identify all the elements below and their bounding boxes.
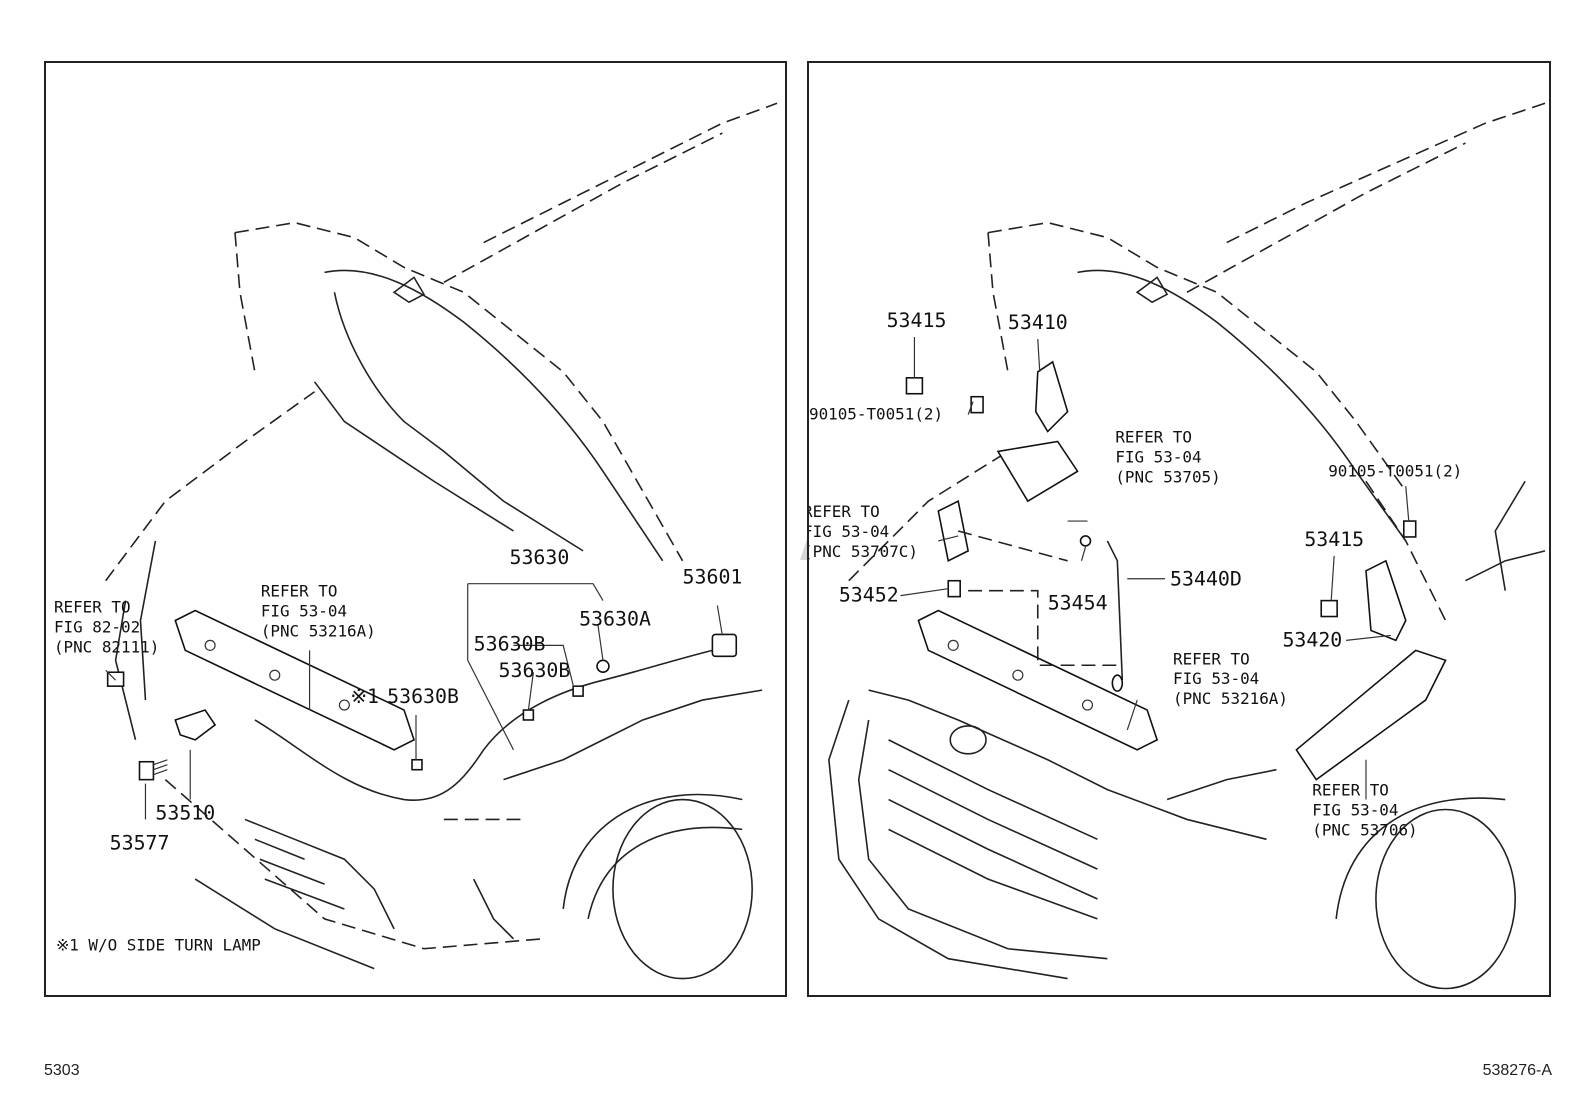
bolt-90105-left (970, 395, 984, 414)
ref-82111-line1: REFER TO (54, 598, 131, 617)
right-diagram-panel: 53415 53410 90105-T0051(2) 90105-T0051(2… (807, 61, 1551, 997)
label-53440D: 53440D (1170, 568, 1242, 591)
clip-53630A (596, 659, 610, 674)
ref-53706-line2: FIG 53-04 (1312, 800, 1398, 819)
ref-53707C-line3: (PNC 53707C) (809, 542, 918, 561)
ref-53705-line3: (PNC 53705) (1115, 467, 1220, 486)
bolt-53577-head (138, 760, 155, 781)
bolt-53415-right (1320, 599, 1338, 618)
holder-53452 (947, 579, 961, 598)
label-53410: 53410 (1008, 311, 1068, 334)
label-53630B-1: 53630B (474, 632, 546, 655)
label-90105-T0051-left: 90105-T0051(2) (809, 405, 943, 424)
clip-53630B-3 (411, 758, 423, 771)
label-53454: 53454 (1048, 592, 1108, 615)
label-53415-right: 53415 (1304, 528, 1364, 551)
ref-53707C-line1: REFER TO (809, 502, 880, 521)
right-hood-hinge-illustration: 53415 53410 90105-T0051(2) 90105-T0051(2… (809, 102, 1546, 990)
ref-53216A-line1: REFER TO (1173, 649, 1250, 668)
mark-1: ※1 (350, 685, 379, 708)
hood-hinge-53420 (1365, 559, 1407, 642)
clip-53454 (1079, 535, 1092, 547)
label-53420: 53420 (1282, 628, 1342, 651)
ref-53216A-line2: FIG 53-04 (1173, 669, 1259, 688)
ref-53216A-line3: (PNC 53216A) (261, 621, 376, 640)
ref-82111-line2: FIG 82-02 (54, 617, 140, 636)
ref-82111-line3: (PNC 82111) (54, 637, 159, 656)
label-53630B-3: 53630B (387, 685, 459, 708)
ref-53705-line2: FIG 53-04 (1115, 447, 1201, 466)
ref-53216A-line2: FIG 53-04 (261, 602, 347, 621)
label-53577: 53577 (110, 831, 170, 854)
ref-53706-line1: REFER TO (1312, 781, 1389, 800)
ref-53706-line3: (PNC 53706) (1312, 820, 1417, 839)
label-53415-left: 53415 (887, 309, 947, 332)
label-53630A: 53630A (579, 607, 651, 630)
label-53510: 53510 (155, 801, 215, 824)
ref-53216A-line3: (PNC 53216A) (1173, 689, 1288, 708)
footnote-side-turn-lamp: ※1 W/O SIDE TURN LAMP (56, 936, 261, 955)
clip-53630B-1 (572, 685, 584, 697)
label-53452: 53452 (839, 584, 899, 607)
clip-53630B-2 (522, 709, 535, 721)
left-hood-lock-illustration: 53630 53601 53630A 53630B 53630B ※1 5363… (54, 102, 778, 980)
figure-number: 5303 (44, 1062, 80, 1079)
ref-53216A-line1: REFER TO (261, 582, 338, 601)
label-53601: 53601 (683, 566, 743, 589)
hood-hinge-53410 (1034, 360, 1069, 433)
label-53630B-2: 53630B (499, 659, 571, 682)
ref-53705-line1: REFER TO (1115, 427, 1192, 446)
ref-53707C-line2: FIG 53-04 (809, 522, 889, 541)
left-diagram-panel: 53630 53601 53630A 53630B 53630B ※1 5363… (44, 61, 787, 997)
bolt-53415-left (905, 377, 924, 395)
release-handle-53601 (711, 633, 738, 658)
label-90105-T0051-right: 90105-T0051(2) (1328, 461, 1462, 480)
label-53630: 53630 (509, 546, 569, 569)
bolt-90105-right (1402, 520, 1417, 538)
drawing-id: 538276-A (1482, 1062, 1552, 1079)
